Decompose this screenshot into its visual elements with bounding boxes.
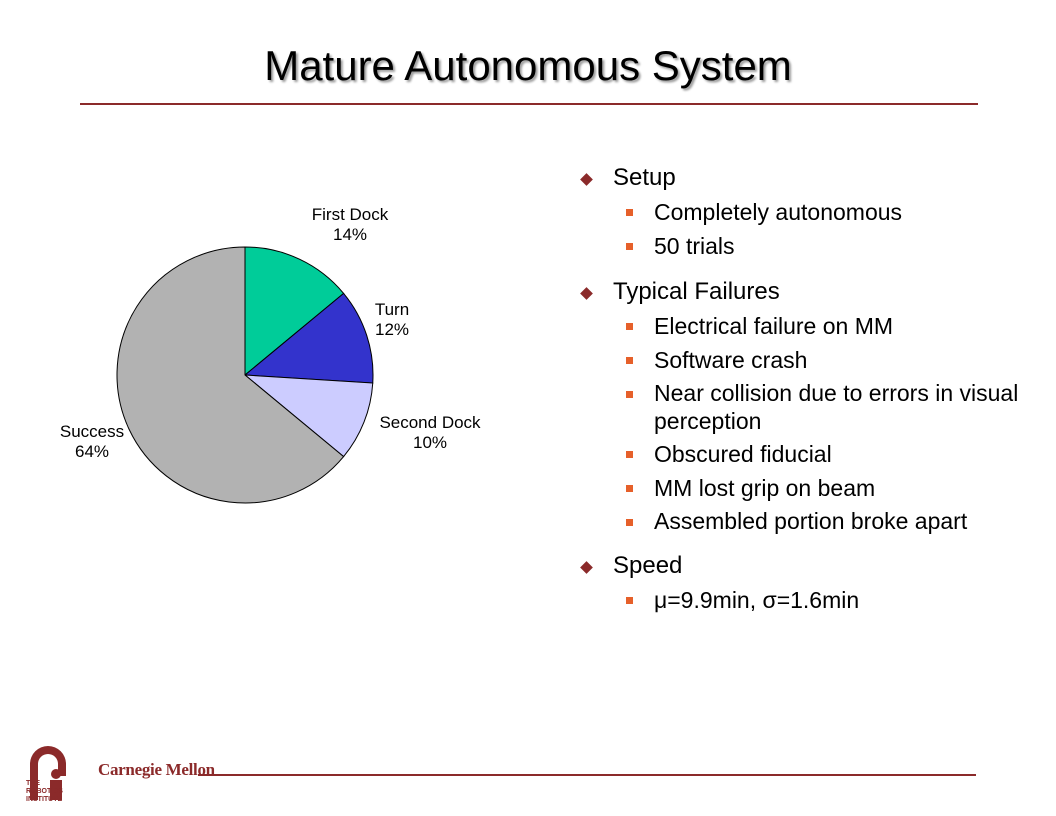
pie-slice-success — [116, 246, 345, 504]
sub-bullet: μ=9.9min, σ=1.6min — [580, 585, 1040, 615]
pie-slice-first-dock — [244, 246, 345, 377]
pie-label-name: Second Dock — [379, 413, 481, 432]
sub-bullet: Completely autonomous — [580, 197, 1040, 227]
pie-label-name: Turn — [375, 300, 409, 319]
square-bullet-icon — [626, 243, 633, 250]
diamond-bullet-icon — [580, 173, 593, 186]
pie-label-value: 12% — [375, 320, 409, 339]
pie-label-value: 10% — [413, 433, 447, 452]
pie-label-name: Success — [60, 422, 124, 441]
title-divider — [80, 103, 978, 105]
square-bullet-icon — [626, 391, 633, 398]
square-bullet-icon — [626, 323, 633, 330]
sub-bullet: Software crash — [580, 345, 1040, 375]
pie-slice-second-dock — [243, 374, 374, 458]
logo-sub-line: ROBOTICS — [26, 788, 63, 795]
sub-bullet: MM lost grip on beam — [580, 473, 1040, 503]
diamond-bullet-icon — [580, 561, 593, 574]
square-bullet-icon — [626, 209, 633, 216]
square-bullet-icon — [626, 451, 633, 458]
logo-wordmark: Carnegie Mellon — [98, 760, 215, 779]
square-bullet-icon — [626, 597, 633, 604]
sub-bullet: Electrical failure on MM — [580, 311, 1040, 341]
sub-bullet: Obscured fiducial — [580, 439, 1040, 469]
diamond-bullet-icon — [580, 287, 593, 300]
bullet-list: Setup Completely autonomous 50 trials Ty… — [580, 163, 1040, 615]
bullet-typical-failures: Typical Failures — [580, 277, 1040, 307]
sub-bullet: Assembled portion broke apart — [580, 507, 1040, 535]
logo-sub-line: INSTITUTE — [26, 796, 63, 803]
pie-label-value: 14% — [333, 225, 367, 244]
slide-title: Mature Autonomous System — [264, 42, 792, 89]
bullet-speed: Speed — [580, 551, 1040, 581]
footer-divider — [198, 774, 976, 776]
square-bullet-icon — [626, 357, 633, 364]
pie-slice-turn — [243, 292, 374, 384]
pie-label-value: 64% — [75, 442, 109, 461]
cmu-logo: THE ROBOTICS INSTITUTE Carnegie Mellon — [20, 740, 215, 806]
pie-label-name: First Dock — [312, 205, 389, 224]
sub-bullet: Near collision due to errors in visual p… — [580, 379, 1040, 435]
sub-bullet: 50 trials — [580, 231, 1040, 261]
square-bullet-icon — [626, 485, 633, 492]
logo-sub-line: THE — [26, 780, 40, 787]
robotics-institute-logo-icon — [30, 746, 66, 800]
square-bullet-icon — [626, 519, 633, 526]
bullet-setup: Setup — [580, 163, 1040, 193]
